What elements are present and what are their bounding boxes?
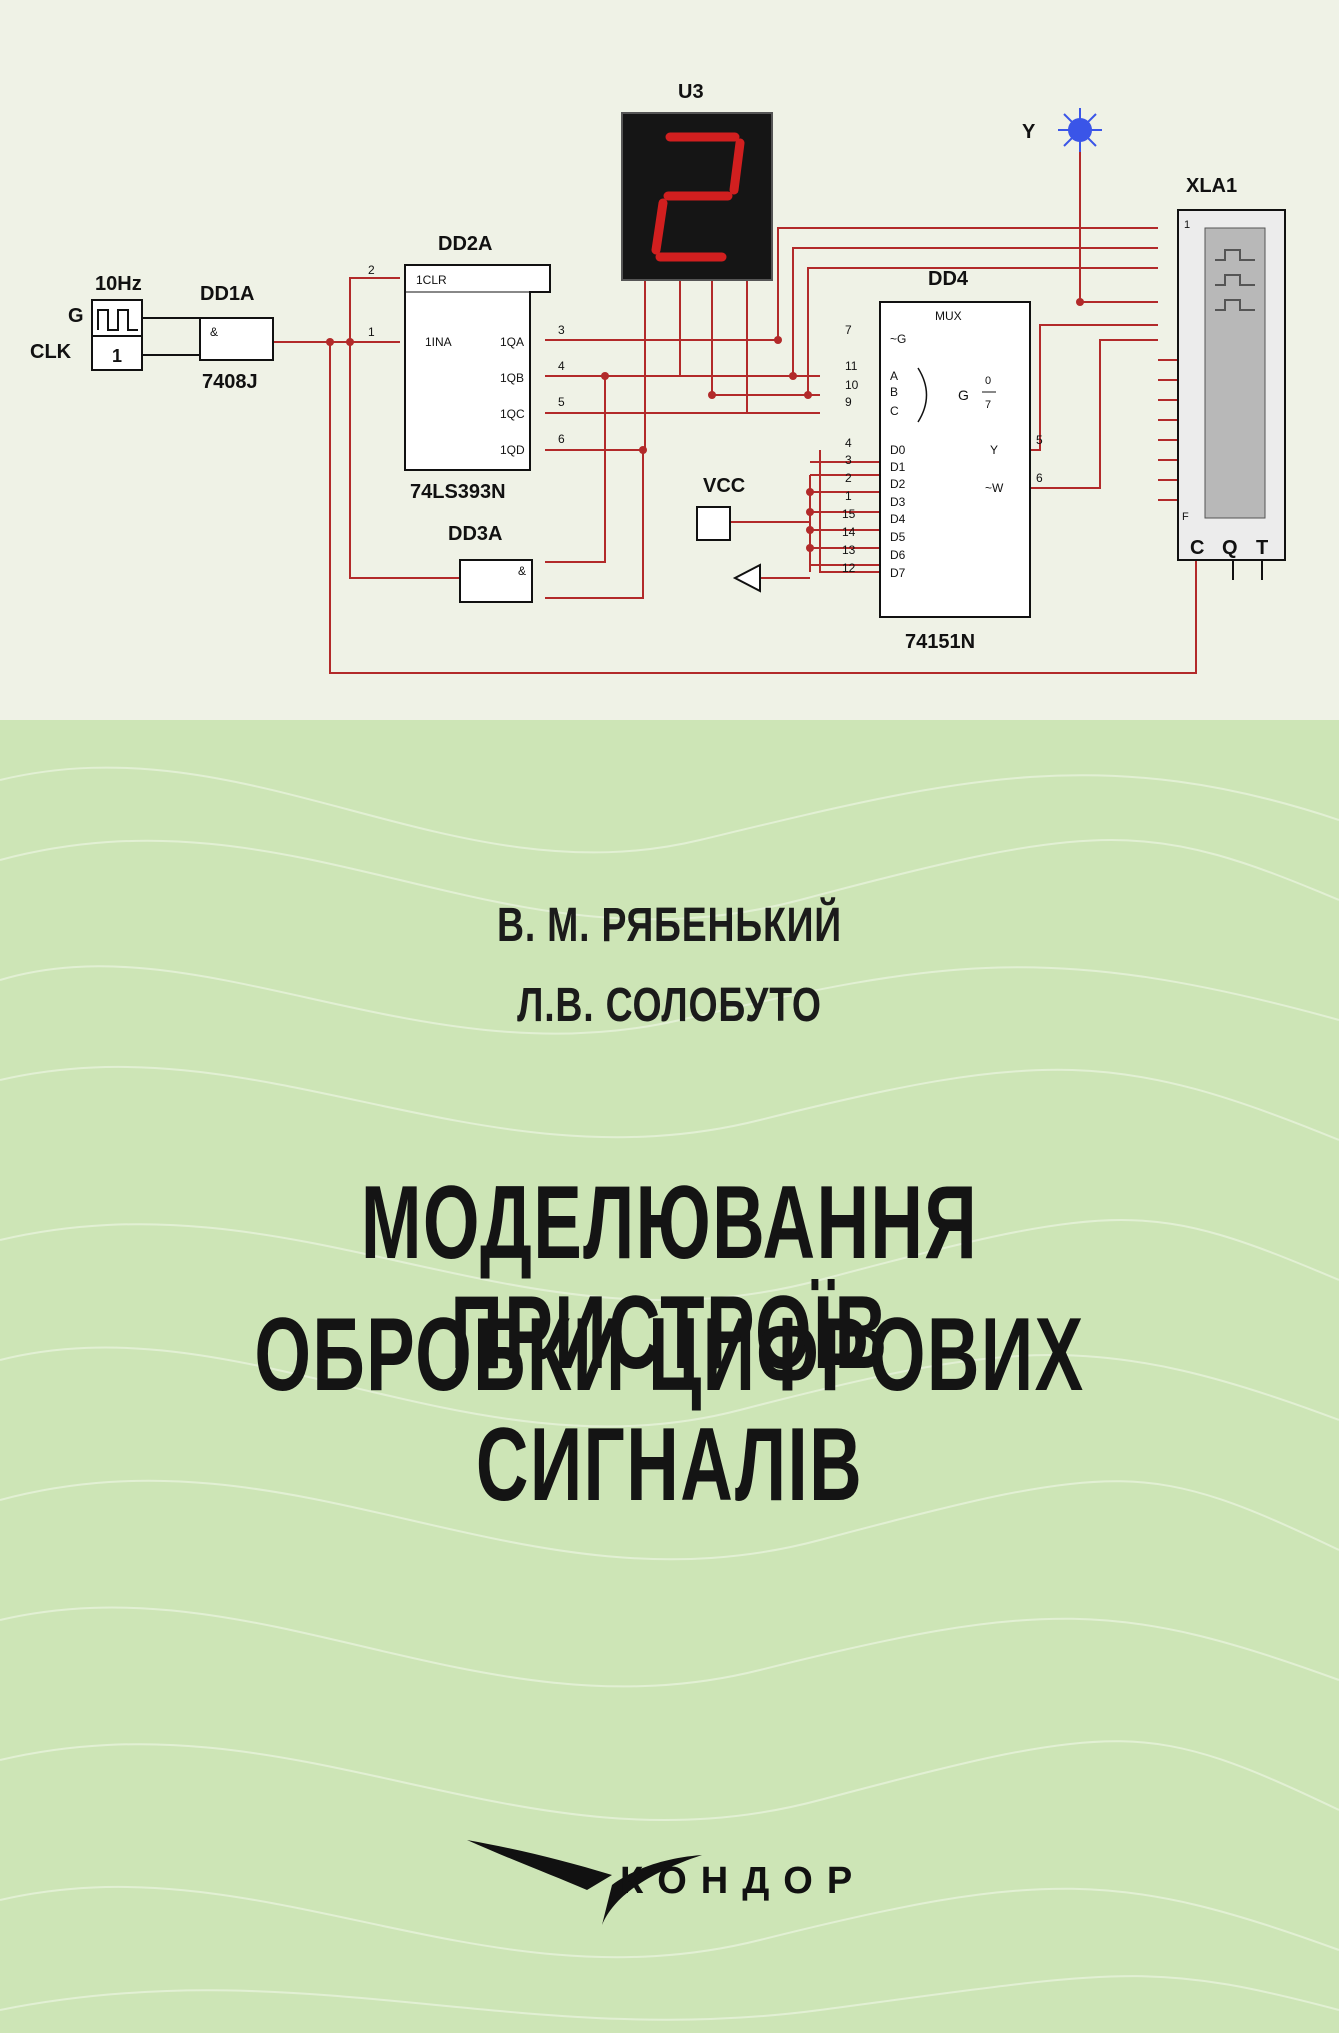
clock-generator: 10Hz G CLK 1 [30,273,200,371]
svg-text:7: 7 [985,399,991,411]
svg-text:1CLR: 1CLR [416,273,447,287]
svg-text:15: 15 [842,507,856,521]
svg-text:1: 1 [368,325,375,339]
vcc-source: VCC [696,475,761,593]
svg-text:11: 11 [845,359,858,373]
svg-text:3: 3 [558,323,565,337]
svg-text:A: A [890,369,898,383]
svg-text:VCC: VCC [703,475,745,497]
author-2: Л.В. СОЛОБУТО [517,979,822,1032]
svg-text:74151N: 74151N [905,631,975,653]
svg-text:C: C [890,404,899,418]
gate-dd3a: DD3A & [448,523,533,603]
svg-text:1QD: 1QD [500,443,525,457]
publisher-logo-icon [467,1840,702,1925]
svg-text:D5: D5 [890,530,906,544]
svg-text:6: 6 [558,432,565,446]
svg-text:CLK: CLK [30,341,72,363]
svg-text:G: G [68,305,84,327]
svg-text:DD3A: DD3A [448,523,502,545]
svg-text:D3: D3 [890,495,906,509]
svg-text:14: 14 [842,525,856,539]
svg-text:5: 5 [1036,433,1043,447]
digit-2-icon [651,132,745,262]
svg-text:&: & [518,564,526,578]
title-line-1: МОДЕЛЮВАННЯ ПРИСТРОЇВ [360,1165,979,1391]
svg-text:5: 5 [558,395,565,409]
svg-text:D7: D7 [890,566,906,580]
wave-pattern [0,766,1339,2021]
svg-text:3: 3 [845,453,852,467]
publisher-name: КОНДОР [620,1860,867,1902]
svg-text:1QB: 1QB [500,371,524,385]
svg-text:Y: Y [1022,121,1036,143]
svg-text:1: 1 [845,489,852,503]
svg-text:MUX: MUX [935,309,962,323]
svg-text:T: T [1256,537,1268,559]
svg-text:9: 9 [845,395,852,409]
svg-text:74LS393N: 74LS393N [410,481,506,503]
svg-text:7408J: 7408J [202,371,258,393]
svg-text:6: 6 [1036,471,1043,485]
svg-text:XLA1: XLA1 [1186,175,1237,197]
svg-text:D1: D1 [890,460,906,474]
schematic-panel: 10Hz G CLK 1 DD1A & 7408J DD2A [0,0,1339,720]
svg-text:U3: U3 [678,81,704,103]
svg-text:2: 2 [845,471,852,485]
title-line-2: ОБРОБКИ ЦИФРОВИХ СИГНАЛІВ [254,1297,1085,1523]
seven-segment-u3: U3 2 [621,81,773,281]
svg-text:2: 2 [368,263,375,277]
svg-text:7: 7 [845,323,852,337]
counter-dd2a: DD2A 1CLR 1INA 1QA 1QB 1QC 1QD 2 1 3 4 5… [368,233,565,503]
svg-text:G: G [958,387,969,403]
svg-text:~W: ~W [985,481,1004,495]
author-1: В. М. РЯБЕНЬКИЙ [496,899,842,952]
svg-text:12: 12 [842,561,856,575]
mux-dd4: DD4 MUX ~G A B C D0 D1 D2 D3 D4 D5 D6 D7… [842,268,1043,653]
svg-text:DD1A: DD1A [200,283,254,305]
svg-text:4: 4 [845,436,852,450]
svg-text:F: F [1182,511,1189,523]
svg-text:10Hz: 10Hz [95,273,142,295]
svg-text:~G: ~G [890,332,906,346]
probe-y: Y [1022,108,1102,152]
logic-analyzer-xla1: XLA1 1 F C Q T [1177,175,1286,580]
svg-text:0: 0 [985,375,991,387]
svg-text:DD4: DD4 [928,268,969,290]
svg-text:DD2A: DD2A [438,233,492,255]
svg-text:&: & [210,325,218,339]
svg-text:13: 13 [842,543,856,557]
svg-text:1QC: 1QC [500,407,525,421]
svg-text:4: 4 [558,359,565,373]
svg-text:D4: D4 [890,512,906,526]
circuit-schematic: 10Hz G CLK 1 DD1A & 7408J DD2A [30,81,1286,674]
svg-text:1INA: 1INA [425,335,452,349]
svg-text:D6: D6 [890,548,906,562]
ground-icon [732,563,761,593]
svg-text:B: B [890,385,898,399]
svg-text:D0: D0 [890,443,906,457]
svg-text:Q: Q [1222,537,1238,559]
gate-dd1a: DD1A & 7408J [199,283,274,393]
svg-text:1: 1 [112,346,122,366]
svg-text:1: 1 [1184,219,1190,231]
svg-text:10: 10 [845,378,859,392]
waveform-icon [1215,249,1255,311]
svg-text:D2: D2 [890,477,906,491]
junction-dots [326,298,1084,552]
svg-text:1QA: 1QA [500,335,524,349]
svg-text:Y: Y [990,443,998,457]
svg-text:C: C [1190,537,1204,559]
